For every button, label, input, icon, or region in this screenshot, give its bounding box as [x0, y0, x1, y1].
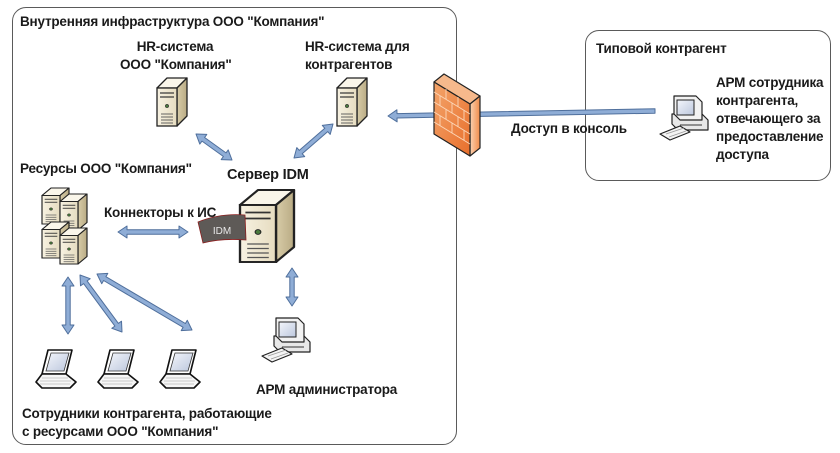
zone-internal-infrastructure [12, 7, 457, 445]
laptop-icon [159, 349, 201, 389]
hr-company-server-icon [156, 77, 188, 127]
console-access-label: Доступ в консоль [511, 121, 627, 136]
idm-server-icon [238, 188, 296, 264]
partner-ws-label-line: предоставление [716, 129, 824, 144]
arrows-layer [61, 108, 656, 335]
arrow-hr-company-to-idm-server [195, 133, 233, 161]
idm-badge: IDM [197, 214, 247, 244]
arrow-idm-server-to-admin-ws [285, 267, 299, 307]
arrow-resources-to-laptop-3 [96, 272, 193, 332]
resources-server-cluster-icon [41, 187, 88, 265]
idm-badge-label: IDM [213, 226, 231, 237]
partner-zone-title: Типовой контрагент [596, 41, 727, 56]
partner-ws-label-line: доступа [716, 147, 769, 162]
hr-company-label-line2: ООО "Компания" [120, 57, 232, 72]
laptop-icon [35, 349, 77, 389]
idm-server-label: Сервер IDM [227, 167, 309, 183]
partner-employees-label-line1: Сотрудники контрагента, работающие [22, 406, 272, 421]
hr-partners-server-icon [336, 77, 368, 127]
hr-partners-label-line1: HR-система для [305, 39, 410, 54]
partner-ws-label-line: контрагента, [716, 93, 799, 108]
arrow-resources-to-idm-server [117, 225, 189, 239]
partner-employees-label-line2: с ресурсами ООО "Компания" [22, 424, 219, 439]
hr-partners-label-line2: контрагентов [305, 57, 393, 72]
internal-zone-title: Внутренняя инфраструктура ООО "Компания" [20, 14, 325, 29]
hr-company-label: HR-система ООО "Компания" [120, 38, 232, 74]
arrow-resources-to-laptop-2 [79, 274, 123, 333]
partner-workstation-label: АРМ сотрудника контрагента, отвечающего … [716, 74, 824, 164]
resources-label: Ресурсы ООО "Компания" [20, 161, 192, 176]
partner-ws-label-line: АРМ сотрудника [716, 75, 824, 90]
hr-partners-label: HR-система для контрагентов [305, 38, 410, 74]
firewall-icon [433, 73, 481, 157]
admin-workstation-icon [261, 317, 311, 363]
partner-ws-label-line: отвечающего за [716, 111, 821, 126]
arrow-partner-ws-to-hr-partners [387, 108, 656, 123]
admin-workstation-label: АРМ администратора [256, 382, 398, 397]
hr-company-label-line1: HR-система [136, 39, 214, 54]
zone-typical-partner [585, 30, 831, 181]
arrow-hr-partners-to-idm-server [293, 123, 334, 159]
partner-employees-label: Сотрудники контрагента, работающие с рес… [22, 405, 272, 441]
connectors-label: Коннекторы к ИС [104, 205, 217, 220]
arrow-resources-to-laptop-1 [61, 276, 75, 335]
partner-workstation-icon [659, 95, 709, 141]
laptop-icon [97, 349, 139, 389]
